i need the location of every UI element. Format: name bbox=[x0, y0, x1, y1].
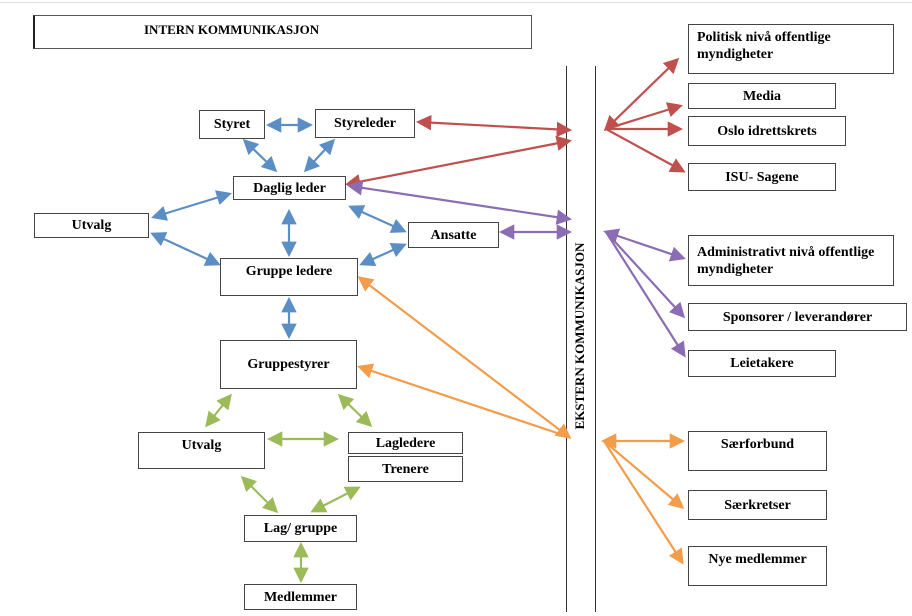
arrow-dagligleder-utvalg bbox=[151, 190, 232, 221]
node-isu-sagene: ISU- Sagene bbox=[688, 163, 836, 191]
arrow-to-politisk bbox=[603, 57, 680, 132]
arrow-dagligleder-ekstern bbox=[344, 135, 573, 190]
arrow-styreleder-dagligleder bbox=[303, 138, 336, 173]
arrow-dagligleder-ekstern-purple bbox=[346, 180, 573, 225]
arrow-to-media bbox=[605, 102, 683, 131]
top-border-line bbox=[0, 2, 912, 3]
arrow-to-saerkretser bbox=[603, 440, 685, 509]
node-utvalg-top: Utvalg bbox=[34, 213, 149, 238]
arrow-to-isu bbox=[605, 128, 686, 173]
node-saerkretser: Særkretser bbox=[688, 490, 827, 520]
node-sponsorer: Sponsorer / leverandører bbox=[688, 303, 907, 331]
arrow-gruppestyrer-ekstern bbox=[357, 363, 570, 439]
node-utvalg-bottom: Utvalg bbox=[138, 432, 265, 469]
arrow-to-nye-medlemmer bbox=[603, 440, 684, 565]
arrow-gruppeledere-ekstern bbox=[357, 276, 572, 439]
arrow-trenere-laggruppe bbox=[310, 486, 361, 513]
node-daglig-leder: Daglig leder bbox=[233, 176, 346, 200]
arrow-gruppestyrer-lagledere bbox=[337, 393, 373, 428]
node-ansatte: Ansatte bbox=[408, 222, 499, 248]
node-oslo-idrettskrets: Oslo idrettskrets bbox=[688, 116, 846, 146]
arrow-to-administrativt bbox=[603, 228, 686, 262]
node-gruppestyrer: Gruppestyrer bbox=[220, 340, 357, 389]
node-medlemmer: Medlemmer bbox=[244, 584, 357, 610]
node-administrativt: Administrativt nivå offentlige myndighet… bbox=[688, 235, 894, 286]
node-saerforbund: Særforbund bbox=[688, 431, 827, 471]
arrow-to-leietakere bbox=[605, 231, 686, 358]
node-gruppeledere: Gruppe ledere bbox=[220, 258, 358, 296]
divider-line-right bbox=[595, 66, 596, 612]
arrow-styreleder-ekstern bbox=[415, 114, 573, 138]
arrow-dagligleder-ansatte bbox=[348, 205, 407, 233]
arrow-gruppestyrer-utvalg bbox=[205, 393, 232, 428]
arrow-ansatte-gruppeledere bbox=[359, 243, 407, 266]
intern-kommunikasjon-title: INTERN KOMMUNIKASJON bbox=[33, 15, 532, 49]
node-politisk: Politisk nivå offentlige myndigheter bbox=[688, 24, 894, 74]
arrow-utvalg-gruppeledere bbox=[150, 232, 221, 266]
node-media: Media bbox=[688, 83, 836, 109]
arrow-utvalg-laggruppe bbox=[240, 475, 279, 514]
node-leietakere: Leietakere bbox=[688, 350, 836, 377]
node-nye-medlemmer: Nye medlemmer bbox=[688, 546, 827, 586]
node-lagledere: Lagledere bbox=[348, 432, 463, 454]
arrow-to-sponsorer bbox=[605, 231, 686, 319]
node-styret: Styret bbox=[199, 110, 265, 139]
node-styreleder: Styreleder bbox=[315, 109, 415, 138]
node-lag-gruppe: Lag/ gruppe bbox=[244, 515, 357, 542]
node-trenere: Trenere bbox=[348, 456, 463, 482]
arrow-styret-dagligleder bbox=[242, 138, 278, 173]
